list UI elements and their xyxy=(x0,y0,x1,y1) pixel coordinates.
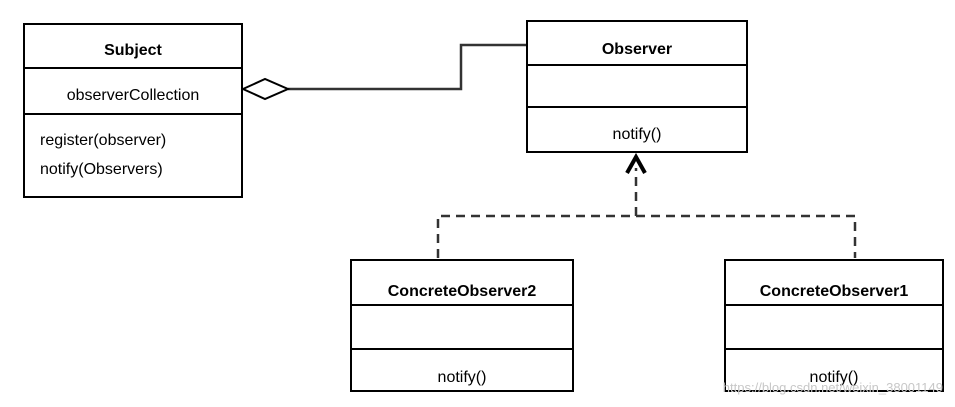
class-concrete-observer1: ConcreteObserver1 notify() xyxy=(724,259,944,392)
class-method: register(observer) xyxy=(40,132,166,149)
class-name: ConcreteObserver2 xyxy=(388,283,537,300)
class-name: ConcreteObserver1 xyxy=(760,283,909,300)
class-method: notify() xyxy=(438,369,487,386)
aggregation-diamond-icon xyxy=(240,77,291,101)
class-name: Observer xyxy=(602,41,672,58)
class-method: notify(Observers) xyxy=(40,161,163,178)
class-name: Subject xyxy=(104,42,162,59)
watermark: https://blog.csdn.net/weixin_38001149 xyxy=(723,380,943,395)
class-method: notify() xyxy=(810,369,859,386)
class-concrete-observer2: ConcreteObserver2 notify() xyxy=(350,259,574,392)
class-observer: Observer notify() xyxy=(526,20,748,153)
realization-arrowhead-icon xyxy=(625,152,647,174)
realization-branch-line xyxy=(436,214,857,258)
class-subject: Subject observerCollection register(obse… xyxy=(23,23,243,198)
aggregation-line xyxy=(288,43,527,91)
class-method: notify() xyxy=(613,126,662,143)
class-attribute: observerCollection xyxy=(67,87,200,104)
